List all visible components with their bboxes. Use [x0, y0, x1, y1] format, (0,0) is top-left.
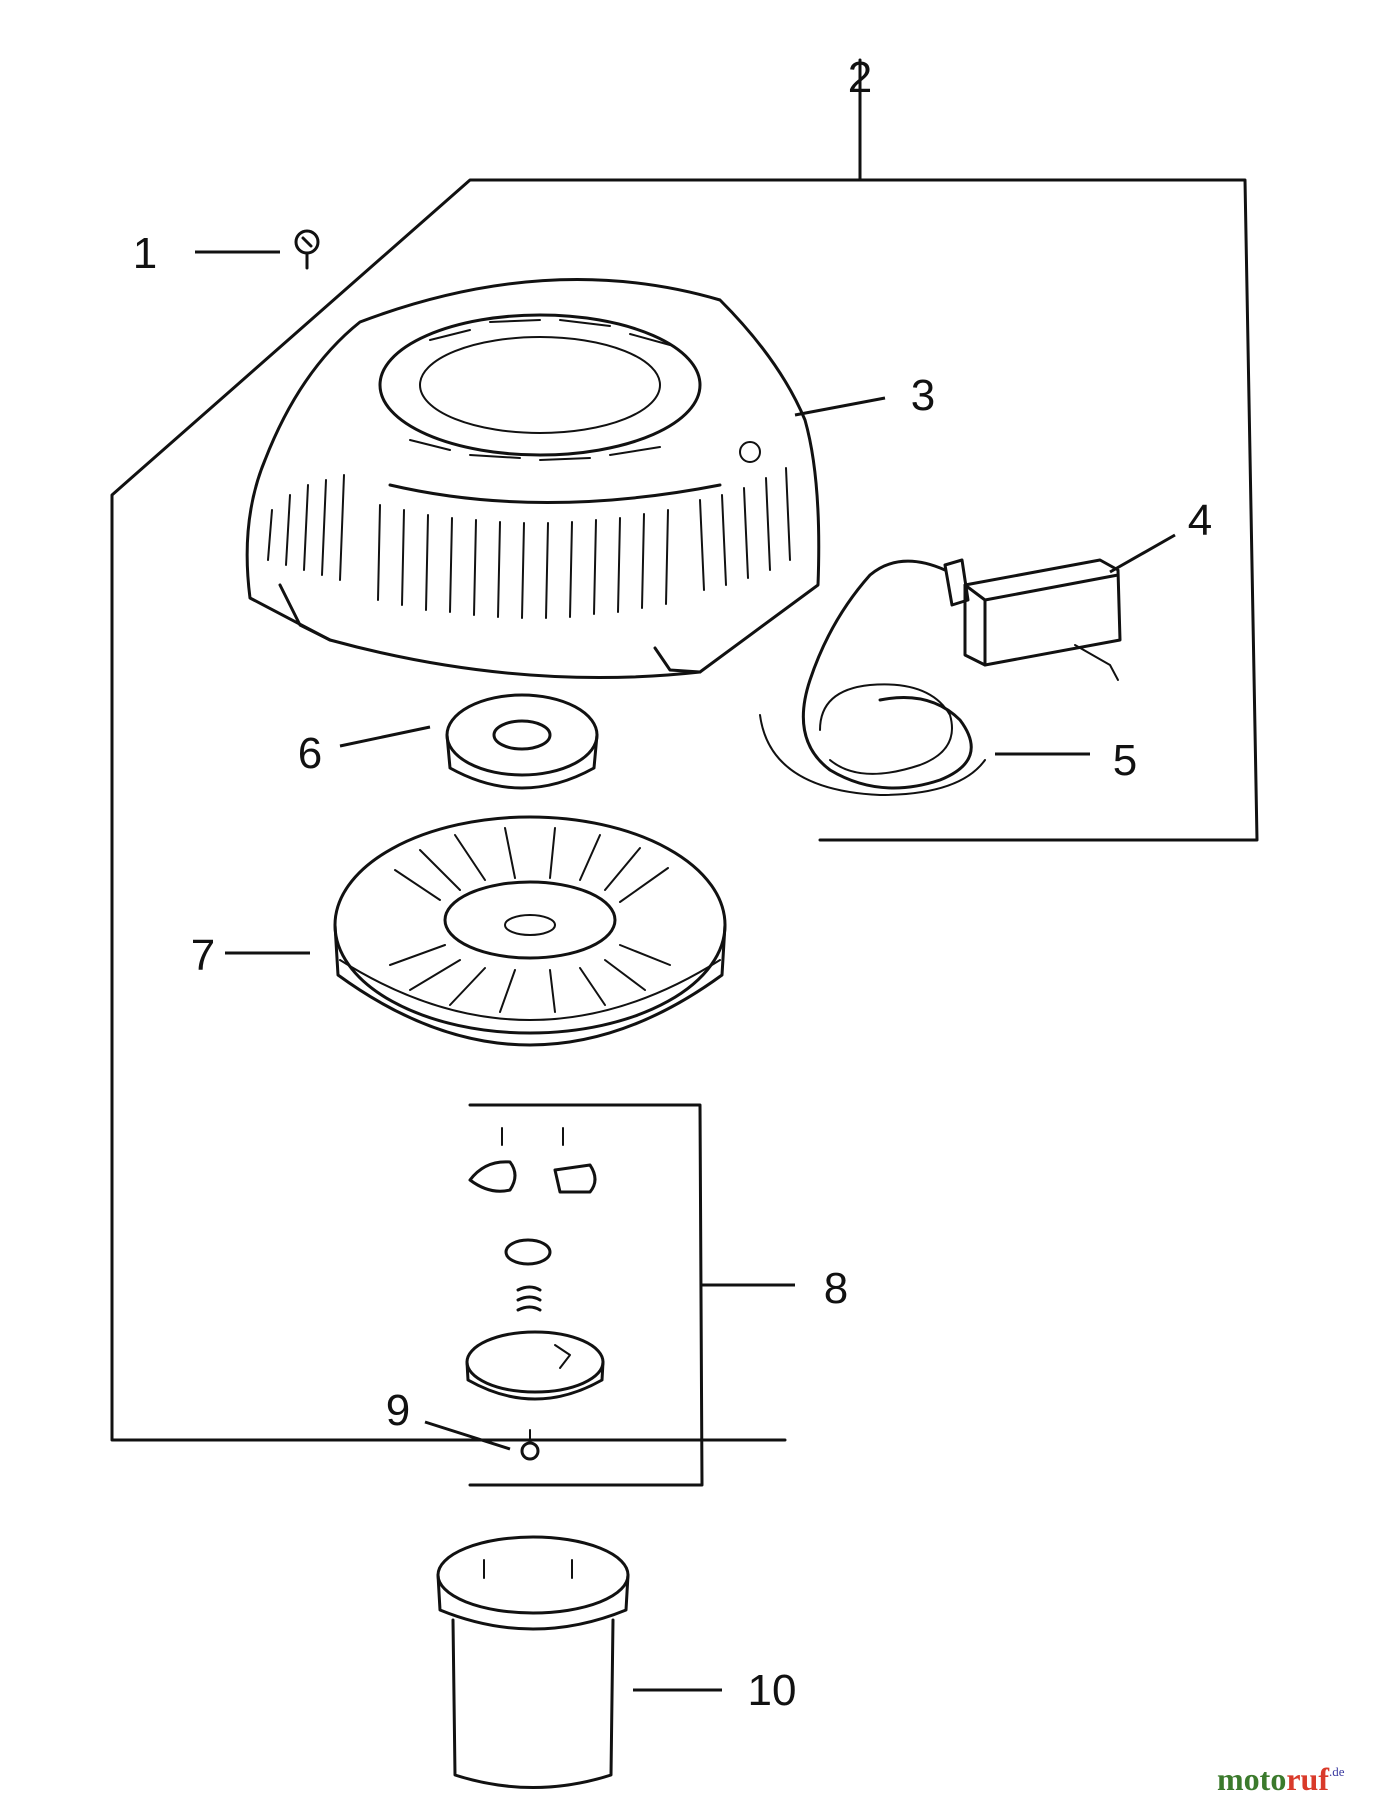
assembly-bracket-2: [110, 58, 1259, 1442]
callout-4: 4: [1188, 496, 1212, 545]
watermark-logo: motoruf.de: [1217, 1761, 1345, 1797]
starter-housing-part-3: [245, 278, 821, 680]
rewind-spring-part-6: [445, 693, 599, 790]
watermark-part-b: ruf: [1286, 1761, 1329, 1797]
starter-handle-part-4: [943, 558, 1122, 681]
screw-part-1: [294, 229, 320, 270]
callout-10: 10: [748, 1666, 797, 1715]
pulley-part-7: [333, 815, 727, 1047]
starter-cup-part-10: [436, 1535, 630, 1789]
watermark-part-a: moto: [1217, 1761, 1286, 1797]
leader-lines: [195, 250, 1176, 1692]
ratchet-assembly-part-8: [465, 1127, 605, 1461]
callout-6: 6: [298, 729, 322, 778]
callout-1: 1: [133, 229, 157, 278]
watermark-part-c: .de: [1329, 1764, 1345, 1779]
callout-3: 3: [911, 371, 935, 420]
callout-9: 9: [386, 1386, 410, 1435]
callout-8: 8: [824, 1264, 848, 1313]
callout-5: 5: [1113, 736, 1137, 785]
callout-2: 2: [848, 53, 872, 102]
callout-7: 7: [191, 931, 215, 980]
subassembly-bracket-8: [468, 1103, 704, 1487]
starter-rope-part-5: [759, 559, 986, 796]
